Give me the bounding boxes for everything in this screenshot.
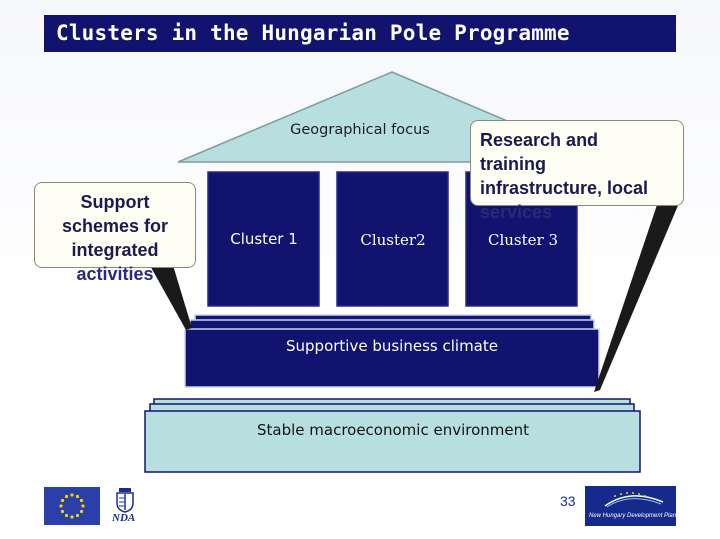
pillar-cluster-2	[336, 171, 449, 307]
callout-left-line-4: activities	[76, 264, 154, 284]
callout-right-line-2: training	[480, 154, 546, 174]
pillar-cluster-1	[207, 171, 320, 307]
page-number: 33	[560, 493, 576, 509]
pillar-label-cluster-2: Cluster2	[360, 231, 426, 249]
callout-research-infrastructure: Research and training infrastructure, lo…	[470, 120, 684, 222]
callout-left-pointer	[148, 262, 192, 330]
nda-logo-text: NDA	[112, 512, 136, 524]
band-front	[184, 328, 600, 388]
base-label: Stable macroeconomic environment	[256, 421, 529, 439]
callout-right-line-4: services	[480, 202, 553, 222]
ndp-logo-text: New Hungary Development Plan	[589, 513, 677, 519]
callout-left-line-2: schemes for	[61, 216, 169, 236]
pillar-label-cluster-1: Cluster 1	[230, 230, 298, 248]
callout-support-schemes: Support schemes for integrated activitie…	[34, 182, 196, 284]
callout-right-line-3: infrastructure, local	[480, 178, 649, 198]
slide-title: Clusters in the Hungarian Pole Programme	[44, 15, 676, 52]
hungarian-crest-icon	[110, 486, 140, 528]
callout-right-line-1: Research and	[480, 130, 599, 150]
callout-left-line-3: integrated	[71, 240, 159, 260]
band-label: Supportive business climate	[286, 337, 498, 355]
base-front	[144, 410, 641, 473]
new-hungary-development-plan-logo-icon	[585, 486, 676, 526]
pillar-label-cluster-3: Cluster 3	[487, 231, 559, 249]
eu-flag-icon	[44, 487, 100, 525]
callout-left-line-1: Support	[80, 192, 150, 212]
roof-label: Geographical focus	[290, 122, 430, 138]
callout-right-pointer	[594, 196, 682, 392]
